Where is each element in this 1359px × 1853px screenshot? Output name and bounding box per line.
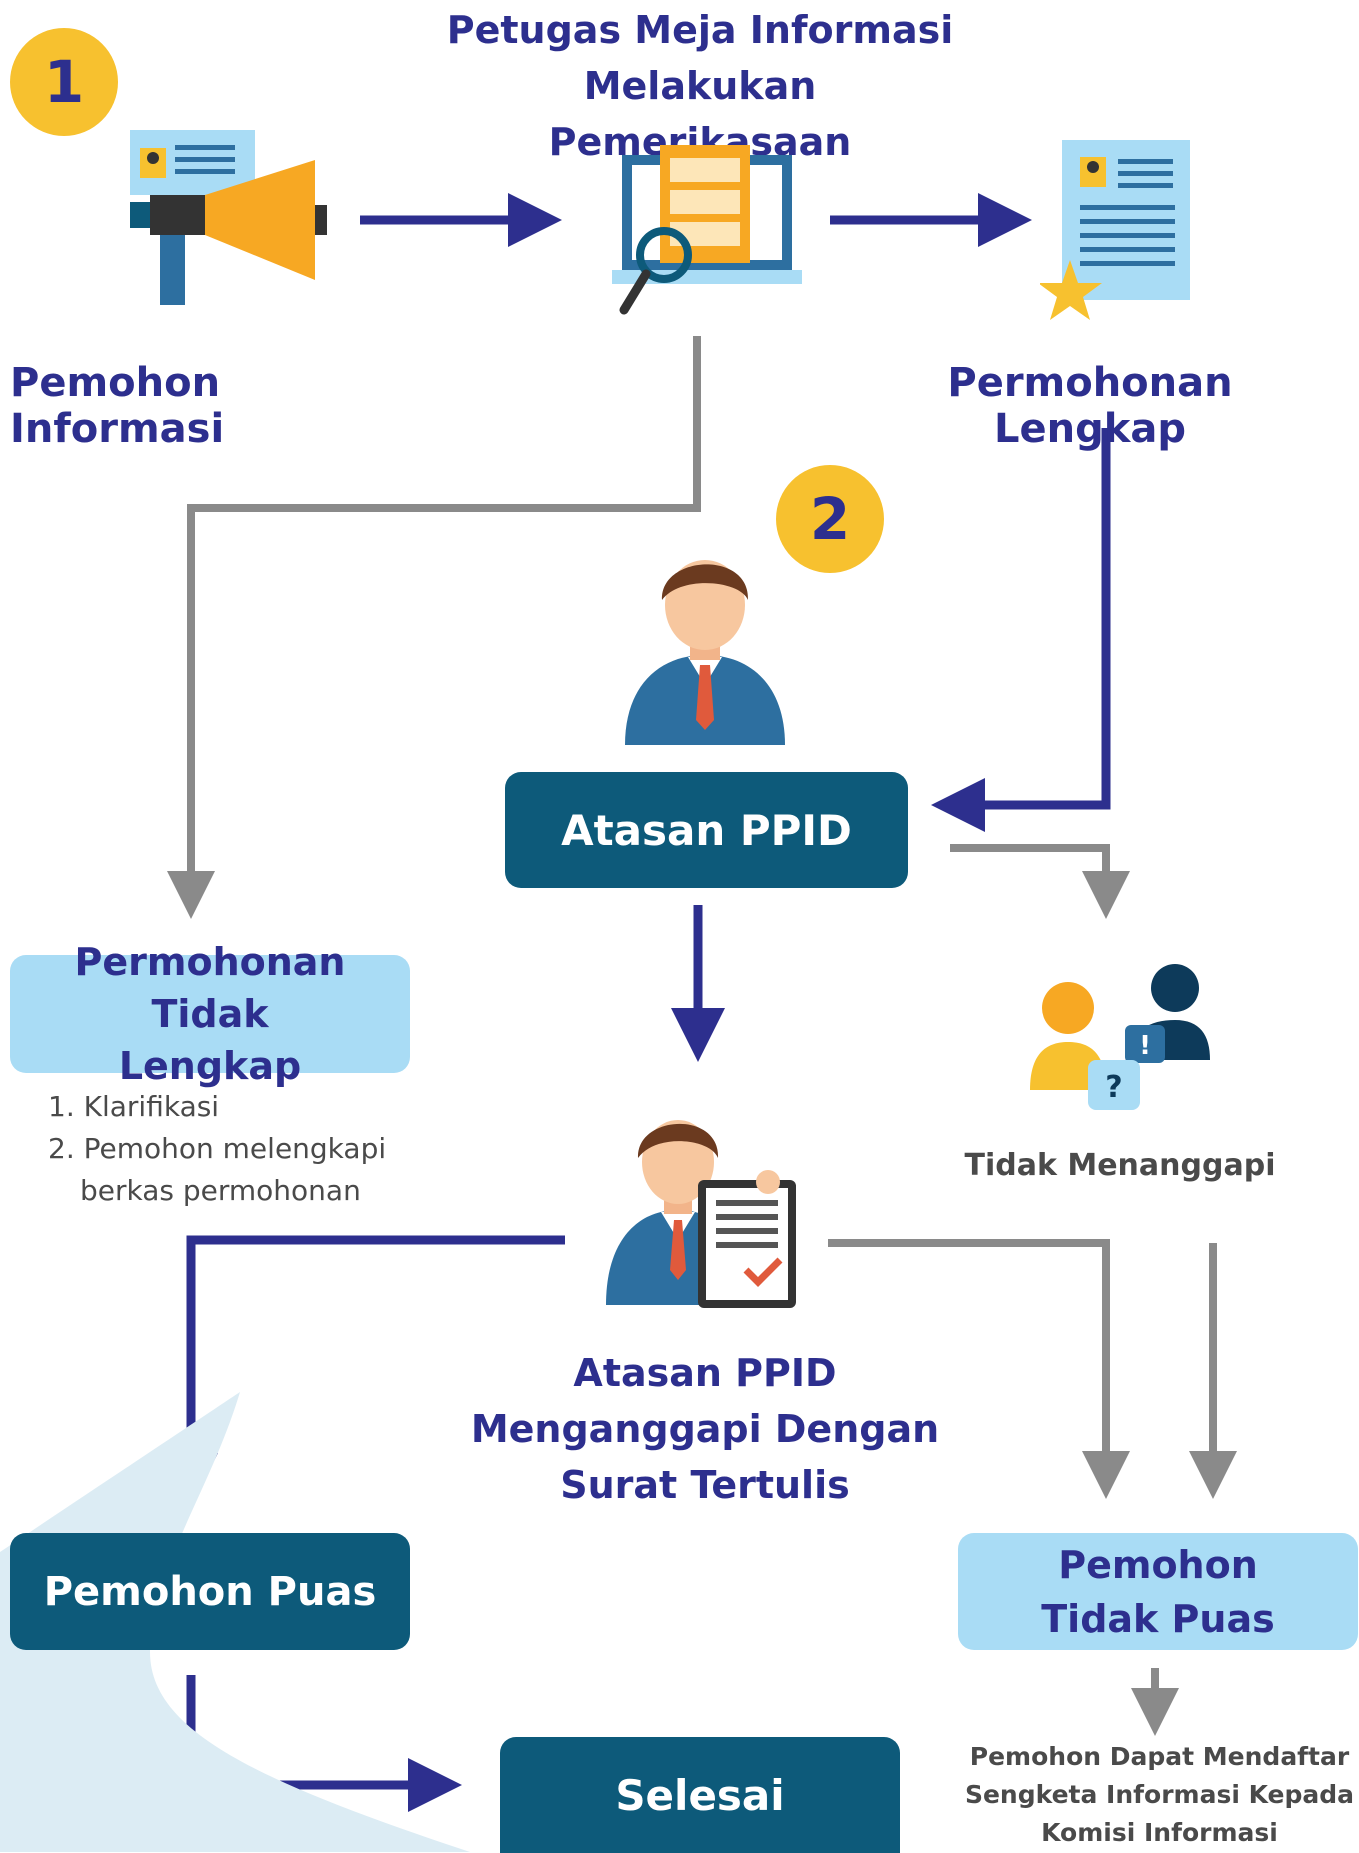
- arrow-to-tidak-lengkap: [167, 336, 701, 919]
- people-question-icon: ! ?: [1030, 964, 1210, 1110]
- pemohon-tidak-puas-box: Pemohon Tidak Puas: [958, 1533, 1358, 1650]
- step-1-badge: 1: [10, 28, 118, 136]
- arrow-atasan-to-tidak-menanggapi: [950, 844, 1130, 919]
- background-wave-shape: [0, 1392, 470, 1852]
- arrow-lengkap-to-atasan: [931, 428, 1111, 832]
- arrow-to-puas: [164, 1235, 565, 1507]
- note-melengkapi: 2. Pemohon melengkapi: [48, 1132, 387, 1165]
- arrow-menanggapi-to-tidak-puas: [828, 1239, 1130, 1499]
- tidak-menanggapi-label: Tidak Menanggapi: [964, 1148, 1276, 1183]
- permohonan-lengkap-label: Permohonan Lengkap: [947, 360, 1233, 452]
- atasan-menanggapi-label: Atasan PPID Menganggapi Dengan Surat Ter…: [470, 1351, 940, 1507]
- petugas-title: Petugas Meja Informasi Melakukan Pemerik…: [446, 8, 954, 164]
- pemohon-informasi-label: Pemohon Informasi: [10, 360, 225, 452]
- atasan-ppid-box: Atasan PPID: [505, 772, 908, 888]
- note-klarifikasi: 1. Klarifikasi: [48, 1090, 220, 1123]
- selesai-box: Selesai: [500, 1737, 900, 1853]
- svg-text:!: !: [1139, 1031, 1151, 1061]
- megaphone-icon: [130, 130, 327, 305]
- pemohon-puas-box: Pemohon Puas: [10, 1533, 410, 1650]
- person-manager-icon: [625, 560, 785, 745]
- document-star-icon: [1040, 140, 1190, 320]
- permohonan-tidak-lengkap-box: Permohonan Tidak Lengkap: [10, 940, 410, 1088]
- step-2-badge: 2: [776, 465, 884, 573]
- sengketa-label: Pemohon Dapat Mendaftar Sengketa Informa…: [964, 1742, 1355, 1847]
- laptop-search-icon: [612, 145, 802, 315]
- note-berkas: berkas permohonan: [80, 1174, 361, 1207]
- person-document-icon: [606, 1120, 796, 1308]
- svg-text:?: ?: [1105, 1070, 1122, 1105]
